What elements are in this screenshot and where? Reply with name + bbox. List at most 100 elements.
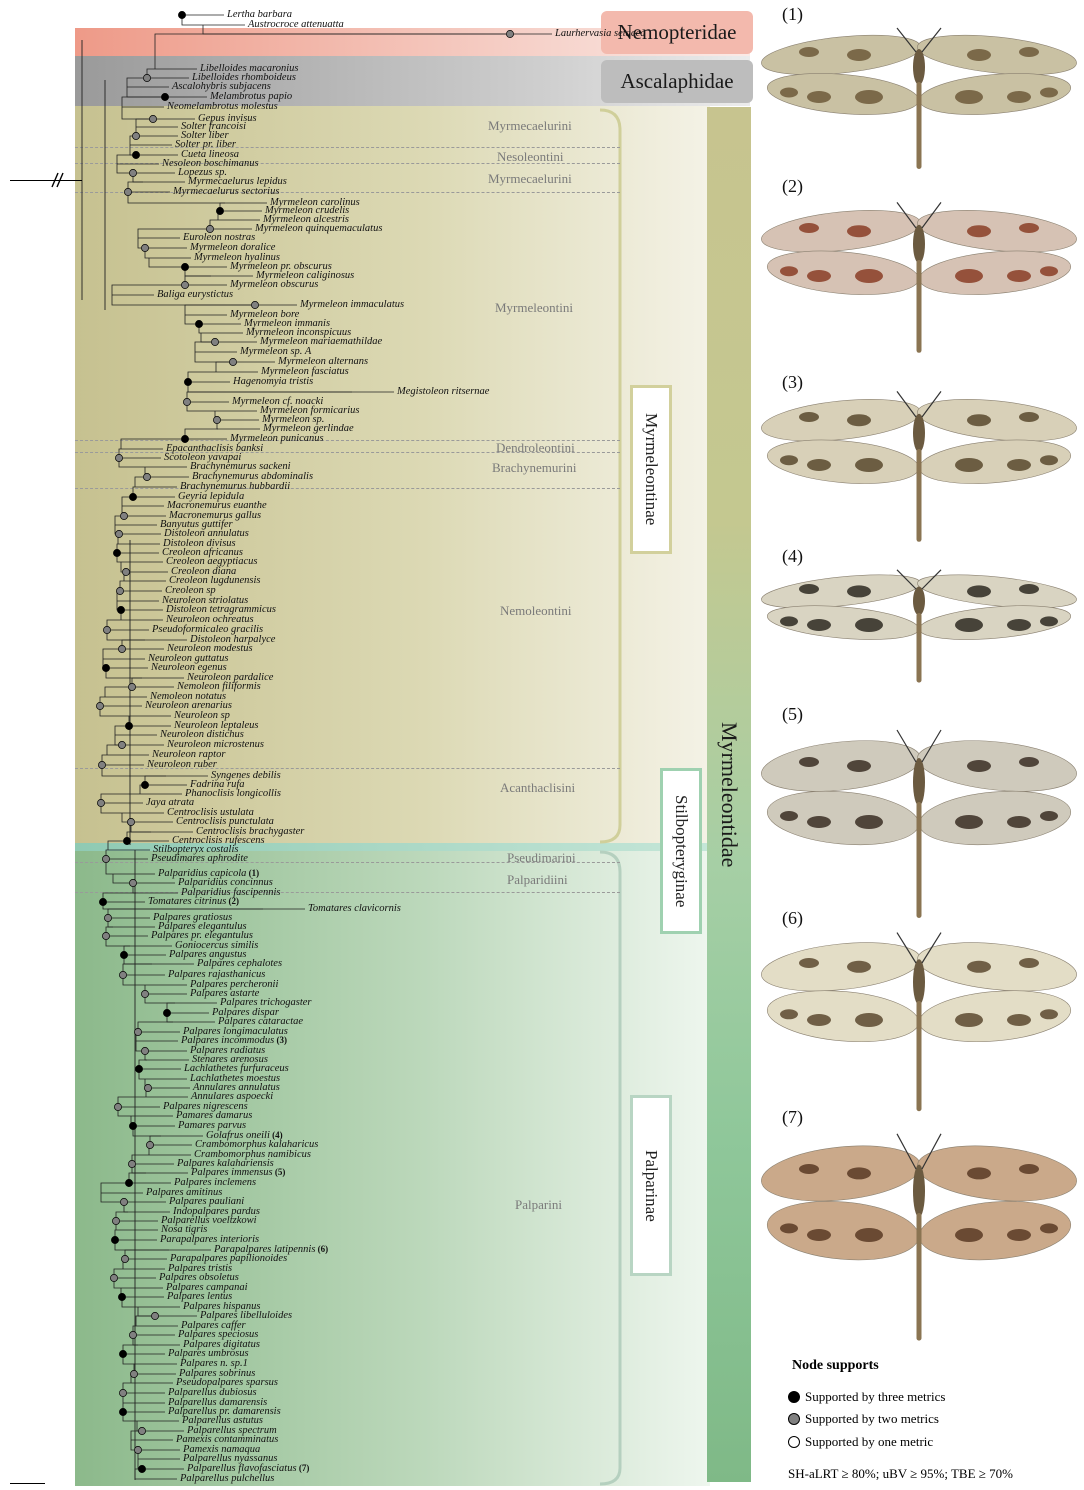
antlion-specimen-photo [760, 385, 1078, 545]
support-node-two [120, 512, 127, 519]
support-node-three [102, 664, 109, 671]
support-node-two [102, 932, 109, 939]
support-node-two [132, 132, 139, 139]
support-node-two [138, 1427, 145, 1434]
tree-branch [118, 1097, 146, 1107]
tree-branch [100, 706, 129, 716]
support-node-two [211, 338, 218, 345]
tree-branch [195, 352, 233, 362]
support-node-two [115, 530, 122, 537]
support-node-three [163, 1009, 170, 1016]
taxon-label: Tomatares clavicornis [308, 903, 401, 914]
support-node-two [506, 30, 513, 37]
support-node-three [125, 722, 132, 729]
support-node-two [112, 1217, 119, 1224]
photo-reference: (2) [226, 896, 239, 906]
black-dot-icon [788, 1391, 800, 1403]
support-node-two [110, 1274, 117, 1281]
taxon-label: Baliga eurystictus [157, 289, 233, 300]
tree-branch [122, 97, 165, 107]
support-node-two [97, 799, 104, 806]
taxon-name: Austrocroce attenuatta [248, 19, 344, 30]
photo-label-2: (2) [782, 176, 803, 197]
support-node-two [213, 416, 220, 423]
support-node-two [96, 702, 103, 709]
taxon-label: Neuroleon ruber [147, 759, 217, 770]
support-node-three [117, 606, 124, 613]
tree-branch [145, 994, 175, 1003]
photo-reference: (7) [297, 1463, 310, 1473]
support-node-three [195, 320, 202, 327]
support-node-two [181, 281, 188, 288]
legend-thresholds: SH-aLRT ≥ 80%; uBV ≥ 95%; TBE ≥ 70% [788, 1466, 1013, 1482]
root-branch [10, 180, 82, 181]
white-dot-icon [788, 1436, 800, 1448]
taxon-name: Pseudimares aphrodite [151, 853, 248, 864]
support-node-two [116, 587, 123, 594]
support-node-three [119, 1408, 126, 1415]
support-node-two [134, 1028, 141, 1035]
support-node-two [124, 188, 131, 195]
support-node-two [102, 855, 109, 862]
support-node-two [120, 1198, 127, 1205]
support-node-two [103, 626, 110, 633]
taxon-name: Myrmeleon quinquemaculatus [255, 223, 382, 234]
taxon-name: Myrmeleon immaculatus [300, 299, 404, 310]
tree-branch [107, 630, 145, 640]
legend-two-label: Supported by two metrics [805, 1411, 939, 1427]
tree-branch [185, 276, 211, 285]
scale-bar [10, 1483, 45, 1484]
tree-branch [123, 964, 152, 975]
support-node-two [118, 741, 125, 748]
support-node-three [129, 493, 136, 500]
support-node-two [134, 1446, 141, 1453]
photo-label-4: (4) [782, 546, 803, 567]
tree-branch [188, 372, 216, 382]
support-node-two [141, 1047, 148, 1054]
support-node-two [119, 971, 126, 978]
support-node-three [135, 1065, 142, 1072]
support-node-three [118, 1293, 125, 1300]
taxon-label: Myrmeleon obscurus [230, 279, 318, 290]
support-node-two [118, 645, 125, 652]
taxon-name: Laurhervasia setacea [555, 28, 646, 39]
support-node-two [119, 1389, 126, 1396]
tree-branch [127, 87, 165, 97]
tree-branch [119, 458, 145, 467]
tree-branch [106, 668, 142, 678]
taxon-name: Megistoleon ritsernae [397, 386, 489, 397]
taxon-label: Phanoclisis longicollis [185, 788, 281, 799]
legend-three: Supported by three metrics [788, 1389, 945, 1405]
taxon-label: Myrmeleon immaculatus [300, 299, 404, 310]
tree-branch [101, 794, 140, 803]
tree-branch [122, 107, 153, 119]
taxon-label: Laurhervasia setacea [555, 28, 646, 39]
legend-three-label: Supported by three metrics [805, 1389, 945, 1405]
support-node-two [151, 1312, 158, 1319]
taxon-label: Megistoleon ritsernae [397, 386, 489, 397]
taxon-name: Tomatares clavicornis [308, 903, 401, 914]
antlion-specimen-photo [760, 925, 1078, 1115]
taxon-name: Myrmecaelurus sectorius [173, 186, 279, 197]
taxon-label: Pseudimares aphrodite [151, 853, 248, 864]
legend-one-label: Supported by one metric [805, 1434, 933, 1450]
support-node-two [115, 454, 122, 461]
taxon-label: Tomatares citrinus (2) [148, 896, 239, 907]
support-node-two [143, 473, 150, 480]
antlion-specimen-photo [760, 196, 1078, 356]
tree-backbone [82, 40, 135, 1480]
support-node-two [114, 1103, 121, 1110]
support-node-two [146, 1141, 153, 1148]
support-node-three [125, 1179, 132, 1186]
tree-branch [185, 267, 211, 276]
support-node-two [141, 244, 148, 251]
support-node-three [99, 898, 106, 905]
support-node-two [129, 169, 136, 176]
taxon-name: Myrmeleon obscurus [230, 279, 318, 290]
photo-reference: (5) [273, 1167, 286, 1177]
taxon-name: Tomatares citrinus [148, 896, 226, 907]
support-node-three [138, 1465, 145, 1472]
legend-title: Node supports [792, 1358, 879, 1374]
tree-branch [125, 1250, 169, 1259]
taxon-name: Neomelambrotus molestus [167, 101, 278, 112]
